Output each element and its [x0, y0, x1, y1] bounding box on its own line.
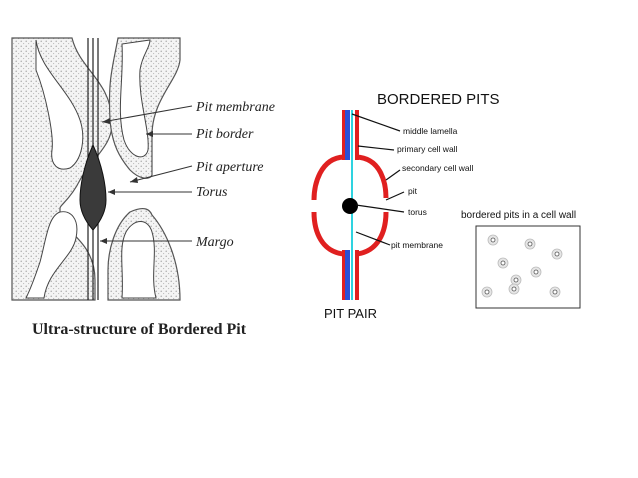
- primary-wall-top-left: [342, 110, 345, 160]
- pit-aperture-dot: [511, 286, 517, 292]
- label-secondary-cell-wall: secondary cell wall: [402, 163, 473, 173]
- pit-border-shape: [25, 211, 78, 299]
- pit-aperture-dot: [533, 269, 539, 275]
- cell-wall-title: bordered pits in a cell wall: [461, 210, 576, 221]
- secondary-wall-lower-right: [355, 211, 389, 257]
- leader-lines: [100, 105, 193, 242]
- label-torus: Torus: [196, 185, 228, 200]
- label-pit-membrane: Pit membrane: [195, 100, 275, 115]
- arrowheads: [100, 118, 153, 244]
- cell-wall-panel: bordered pits in a cell wall: [461, 210, 581, 309]
- pit-aperture-dot: [513, 277, 519, 283]
- middle-lamella-bottom: [345, 250, 350, 300]
- secondary-wall-lower-left: [311, 211, 345, 257]
- pit-aperture-dot: [554, 251, 560, 257]
- pit-pair-caption: PIT PAIR: [324, 306, 377, 321]
- pit-border-shape: [119, 39, 151, 158]
- label-middle-lamella: middle lamella: [403, 126, 458, 136]
- label-margo: Margo: [195, 235, 234, 250]
- pit-pair-diagram: BORDERED PITS middle lamella primary cel…: [311, 91, 500, 321]
- label-pit: pit: [408, 186, 418, 196]
- label-pit-membrane-right: pit membrane: [391, 240, 443, 250]
- pit-border-shape: [35, 39, 84, 170]
- bordered-pit-illustration: Pit membrane Pit border Pit aperture Tor…: [11, 37, 275, 338]
- primary-wall-bottom-right: [355, 250, 359, 300]
- label-pit-aperture: Pit aperture: [195, 160, 264, 175]
- pit-border-shape: [121, 221, 157, 299]
- label-pit-border: Pit border: [195, 127, 254, 142]
- pit-aperture-dot: [552, 289, 558, 295]
- secondary-wall-upper-right: [355, 154, 389, 199]
- secondary-wall-upper-left: [311, 154, 345, 201]
- label-torus-right: torus: [408, 207, 427, 217]
- label-primary-cell-wall: primary cell wall: [397, 144, 458, 154]
- right-title: BORDERED PITS: [377, 91, 500, 108]
- pit-aperture-dot: [527, 241, 533, 247]
- primary-wall-bottom-left: [342, 250, 345, 300]
- torus-dot: [342, 198, 358, 214]
- torus-shape: [79, 143, 107, 231]
- middle-lamella-top: [345, 110, 350, 160]
- pit-dots-group: [481, 234, 563, 298]
- right-leader-lines: [351, 113, 405, 246]
- pit-aperture-dot: [490, 237, 496, 243]
- pit-aperture-dot: [500, 260, 506, 266]
- primary-wall-top-right: [355, 110, 359, 160]
- left-caption: Ultra-structure of Bordered Pit: [32, 321, 247, 338]
- pit-aperture-dot: [484, 289, 490, 295]
